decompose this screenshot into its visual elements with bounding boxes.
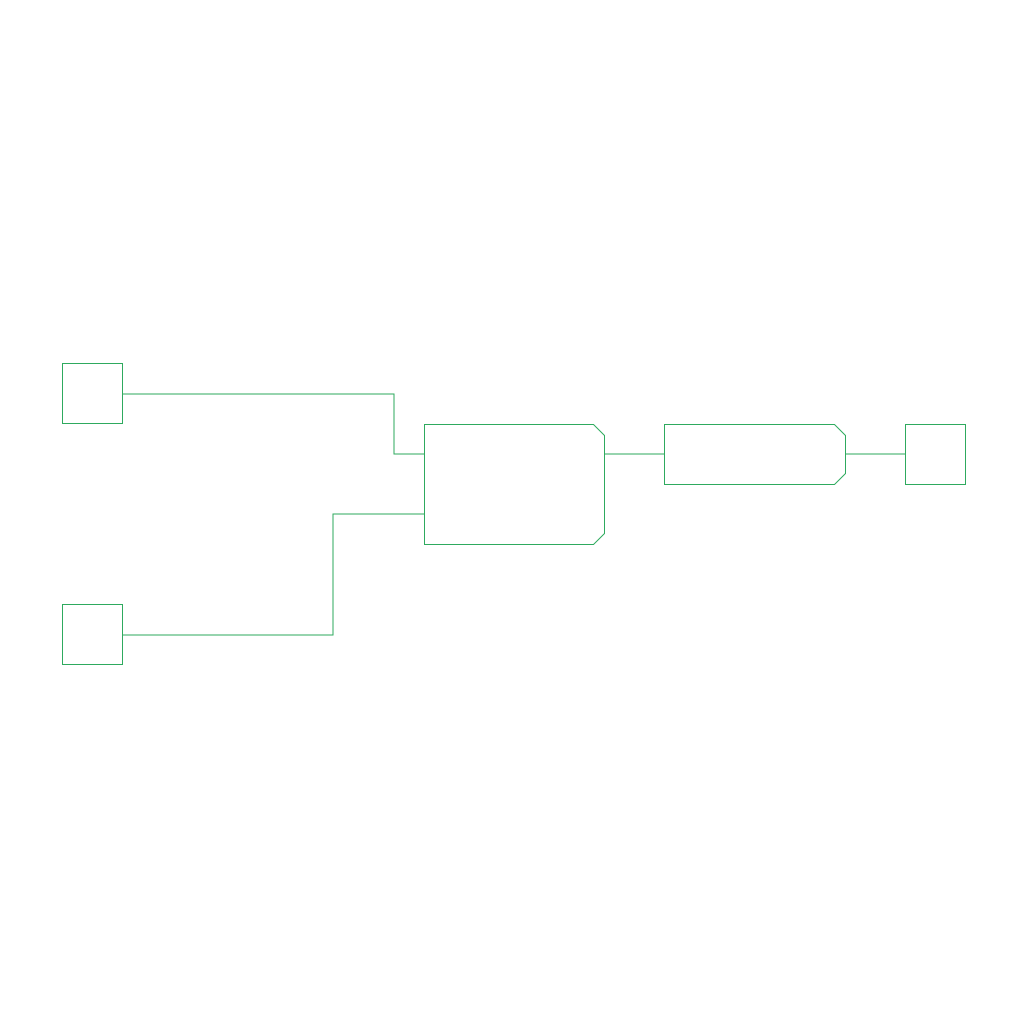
- node-output[interactable]: [905, 424, 966, 485]
- node-processor[interactable]: [664, 424, 846, 485]
- nodes-layer: [62, 363, 966, 665]
- node-combiner[interactable]: [424, 424, 605, 545]
- edge-input-a-to-combiner: [123, 393, 424, 455]
- node-input-b[interactable]: [62, 604, 123, 665]
- node-input-a[interactable]: [62, 363, 123, 424]
- edges-layer: [123, 393, 906, 636]
- edge-input-b-to-combiner: [123, 513, 424, 636]
